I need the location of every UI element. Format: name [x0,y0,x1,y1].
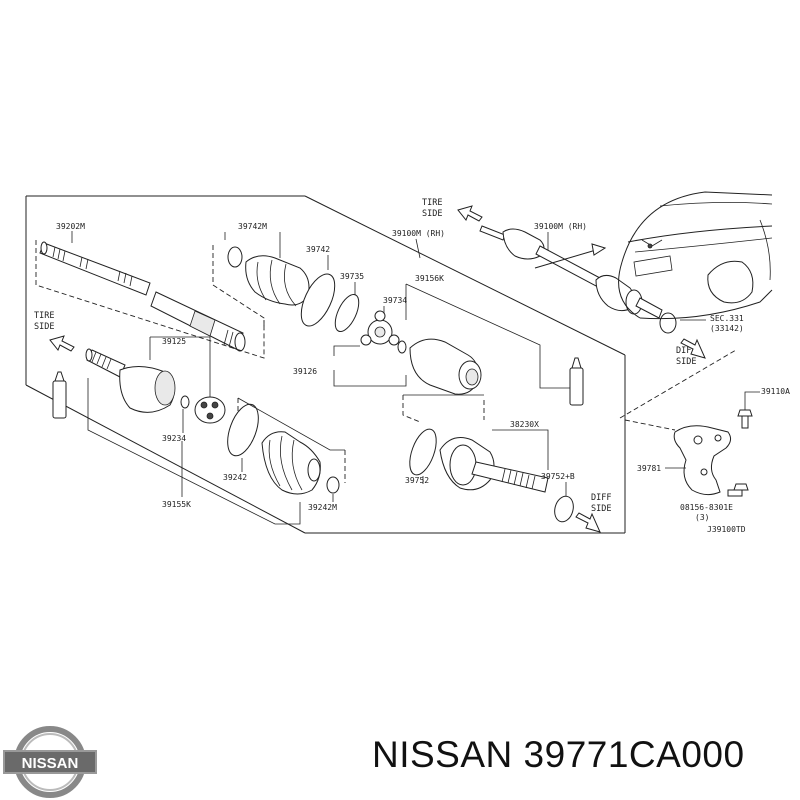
diff-side-bottom-line1: DIFF [591,493,611,503]
arrow-diff-side-bottom-icon [575,512,601,533]
boot-band-39742 [300,273,336,327]
arrow-tire-side-left-icon [49,335,75,352]
label-08156-qty: (3) [695,513,709,522]
inner-boot [245,255,310,307]
tire-side-left-line2: SIDE [34,322,54,332]
assembled-drive-shaft [479,225,663,319]
boot-band-39242 [227,403,259,457]
label-39742m-top: 39742M [238,222,267,231]
snap-ring-39234 [180,395,190,409]
seal-shaft-right [659,312,677,334]
snap-ring-39735 [334,293,360,333]
label-39752: 39752 [405,476,429,485]
bolt-39110a-icon [737,409,753,429]
label-39752b: 39752+B [541,472,575,481]
label-39155k: 39155K [162,500,191,509]
arrow-diff-side-right-icon [680,338,706,359]
boot-clamp-39742m [227,246,243,268]
part-number-caption: NISSAN 39771CA000 [372,734,745,775]
tripod-joint [360,310,400,346]
label-08156: 08156-8301E [680,503,733,512]
label-39110a: 39110A [761,387,790,396]
label-39126: 39126 [293,367,317,376]
arrow-tire-side-top-icon [457,205,483,222]
nissan-logo-icon: NISSAN [3,726,97,798]
seal-39752 [409,428,437,476]
tire-side-top-line1: TIRE [422,198,442,208]
label-39242: 39242 [223,473,247,482]
logo-text: NISSAN [22,755,79,772]
label-39234: 39234 [162,434,186,443]
label-sec-331: SEC.331 [710,314,744,323]
car-sketch [618,191,773,320]
label-39242m: 39242M [308,503,337,512]
inner-joint-shaft [439,437,549,493]
diff-side-bottom-line2: SIDE [591,504,611,514]
label-39735: 39735 [340,272,364,281]
label-39781: 39781 [637,464,661,473]
diagram-code: J39100TD [707,525,746,534]
bolt-08156-icon [727,483,749,497]
label-38230x: 38230X [510,420,539,429]
outer-boot [261,431,321,495]
label-39156k: 39156K [415,274,444,283]
tire-side-left-line1: TIRE [34,311,54,321]
label-39742: 39742 [306,245,330,254]
label-sec-33142: (33142) [710,324,744,333]
main-frame [25,195,626,534]
outer-cv-joint [85,348,176,413]
arrow-to-car-icon [534,243,607,269]
label-39734: 39734 [383,296,407,305]
label-39202m: 39202M [56,222,85,231]
snap-ring-39734 [397,340,407,354]
diff-side-right-line1: DIFF [676,346,696,356]
cv-cage [194,396,226,424]
shaft-39202m [39,241,246,352]
seal-39752b [554,495,574,523]
label-39100m-rh-b: 39100M (RH) [534,222,587,231]
boot-clamp-39242m [326,476,340,494]
grease-tube-left-icon [52,371,67,419]
label-39100m-rh-a: 39100M (RH) [392,229,445,238]
grease-tube-right-icon [569,357,584,406]
label-39125: 39125 [162,337,186,346]
bearing-bracket-39781 [673,425,732,496]
diff-side-right-line2: SIDE [676,357,696,367]
inner-housing-39126 [409,338,482,395]
tire-side-top-line2: SIDE [422,209,442,219]
